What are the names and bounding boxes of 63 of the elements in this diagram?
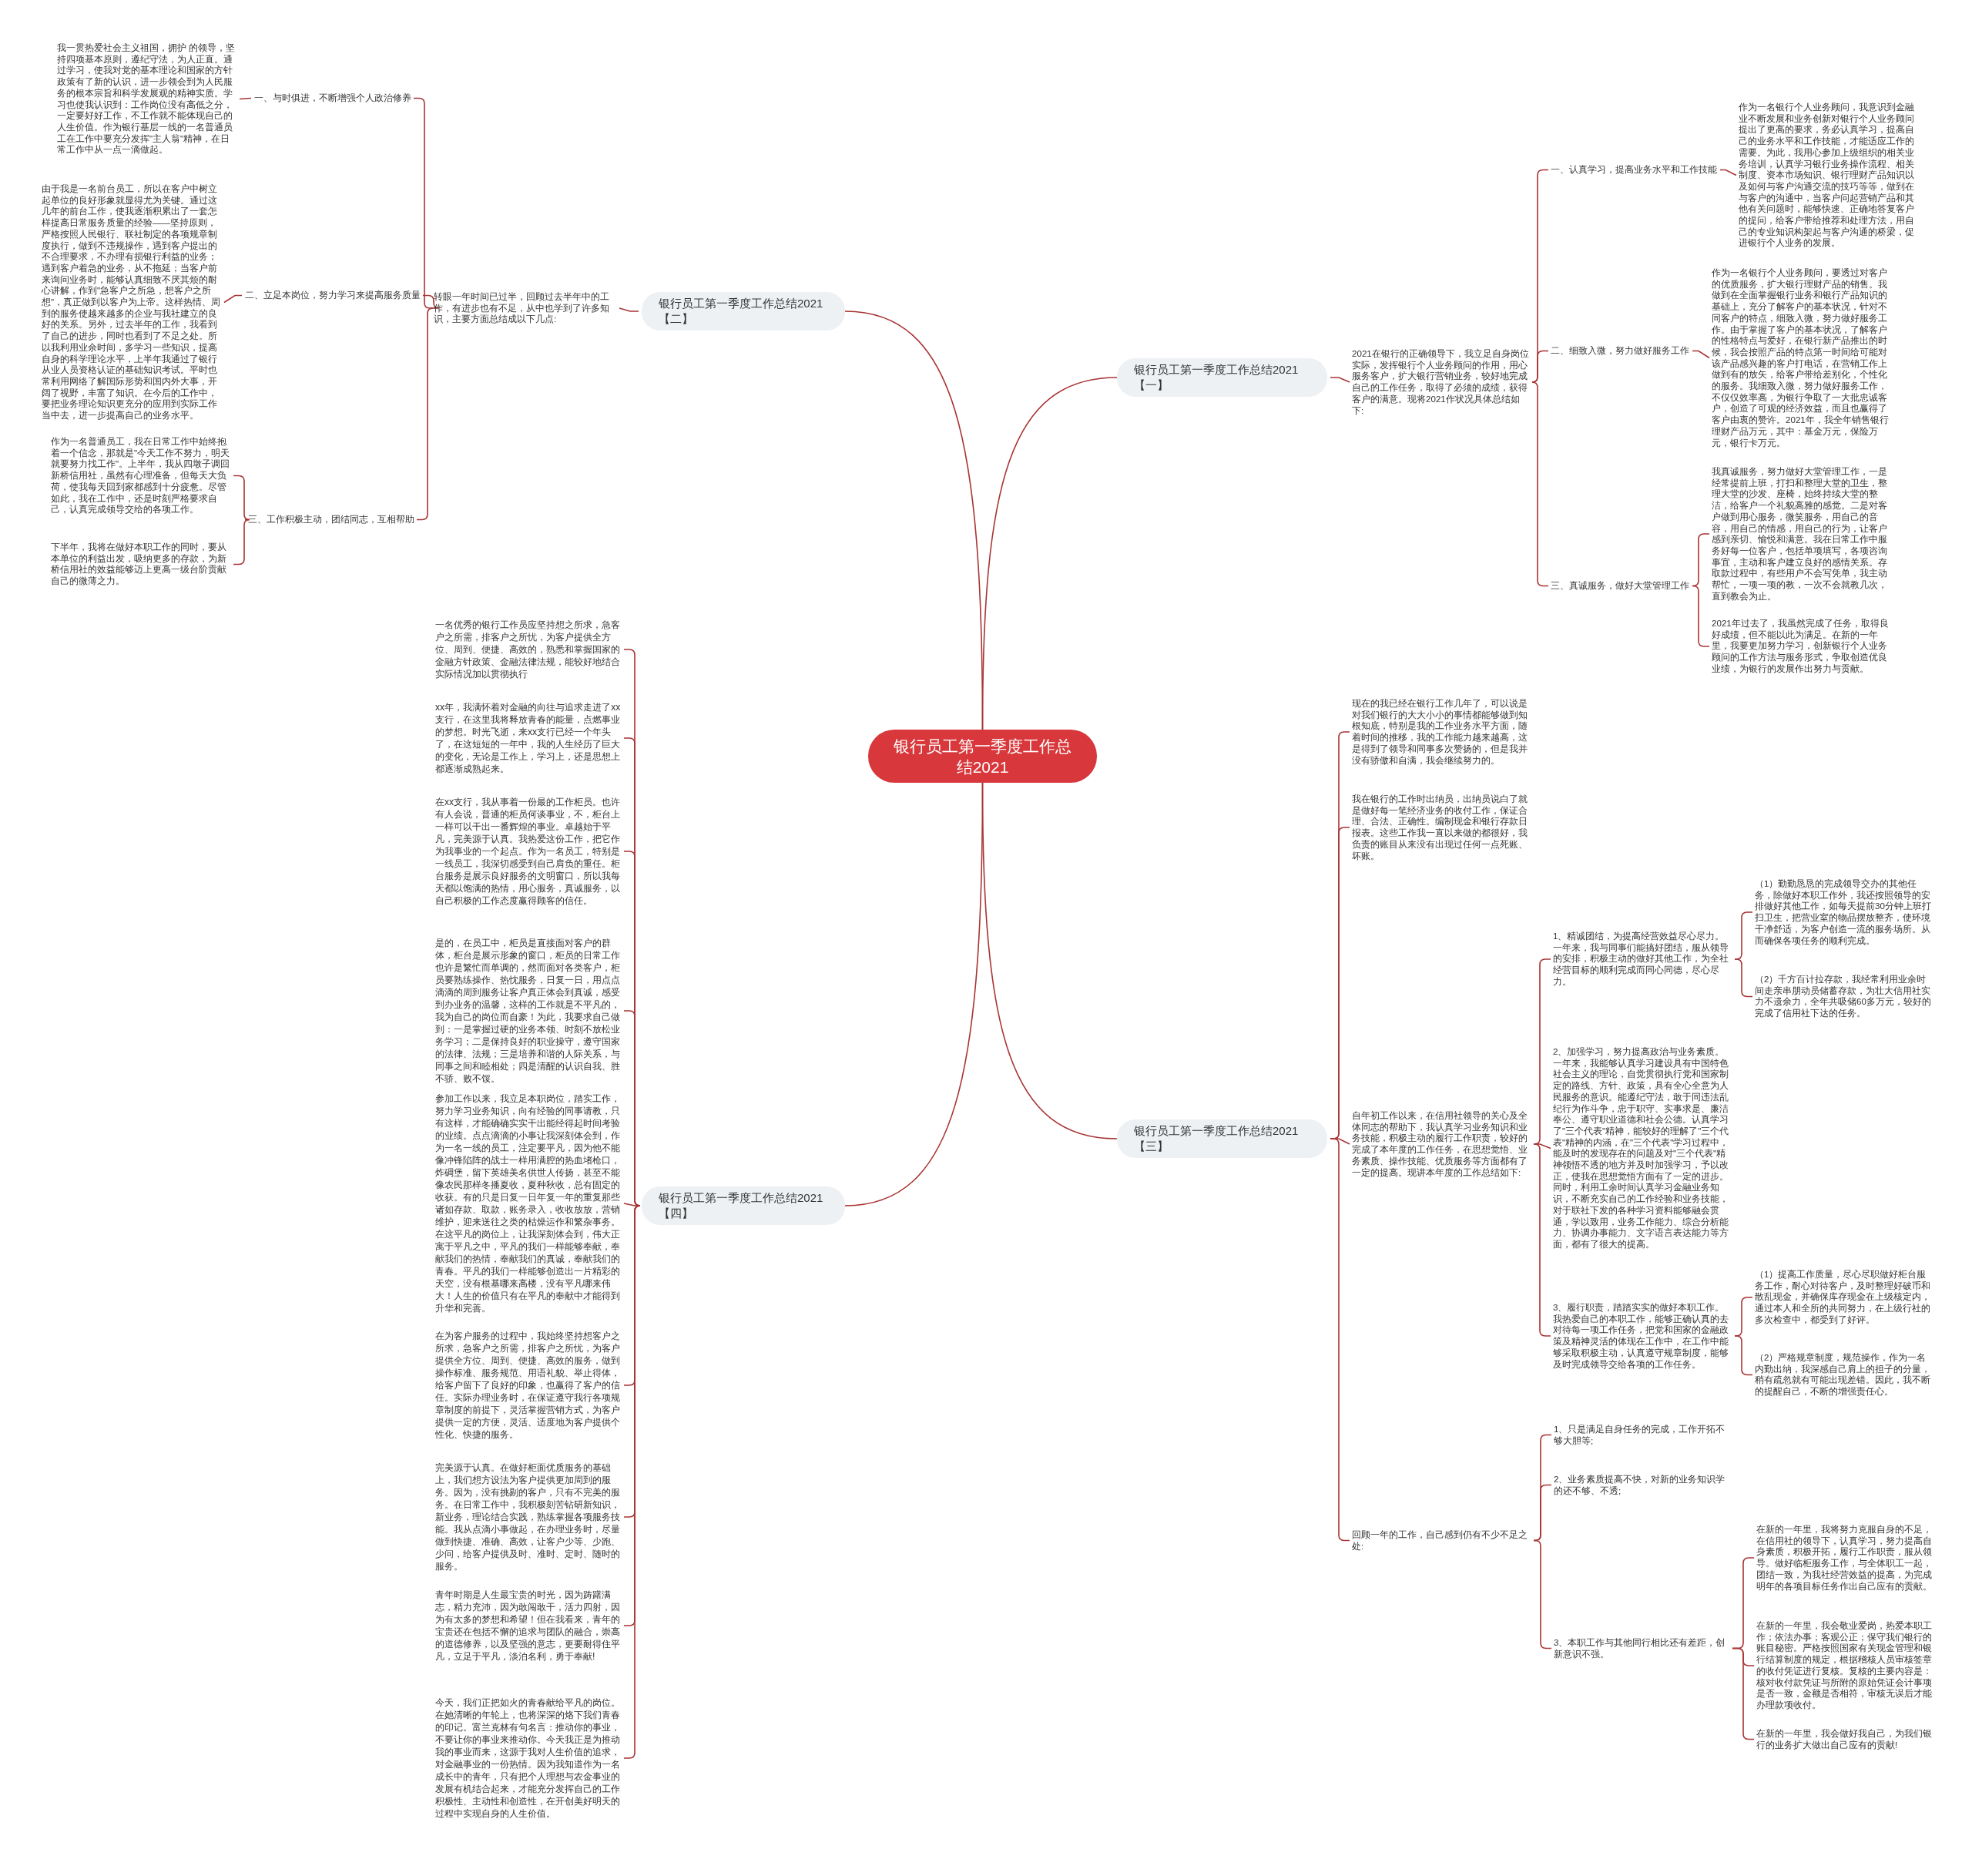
note-text: 现在的我已经在银行工作几年了，可以说是对我们银行的大大小小的事情都能够做到知根知底，特别是我的工作业务水平方面，随着时间的推移，我的工作能力越来越高，这是得到了领导和同事多次赞扬的，但是我并没有骄傲和自满，我会继续努力的。	[1352, 698, 1531, 767]
note-text: 自年初工作以来，在信用社领导的关心及全体同志的帮助下，我认真学习业务知识和业务技能，积极主动的履行工作职责，较好的完成了本年度的工作任务，在思想觉悟、业务素质、操作技能、优质服务等方面都有了一定的提高。现讲本年度的工作总结如下:	[1352, 1110, 1531, 1179]
note-text: 我在银行的工作时出纳员，出纳员说白了就是做好每一笔经济业务的收付工作，保证合理、合法、正确性。编制现金和银行存款日报表。这些工作我一直以来做的都很好，我负责的账目从来没有出现过任何一点死账、坏账。	[1352, 794, 1531, 862]
subtopic-text: 三、真诚服务，做好大堂管理工作	[1551, 580, 1689, 592]
note-text: 回顾一年的工作，自己感到仍有不少不足之处:	[1352, 1529, 1531, 1552]
connector-line	[619, 307, 639, 312]
connector-line	[623, 1205, 641, 1759]
branch-box: 银行员工第一季度工作总结2021【二】	[642, 292, 845, 331]
note-text: （2）千方百计拉存款，我经常利用业余时间走亲串朋动员储蓄存款，为壮大信用社实力不遗余力，全年共吸储60多万元，较好的完成了信用社下达的任务。	[1755, 974, 1933, 1019]
note-text: 在新的一年里，我会做好我自己，为我们银行的业务扩大做出自己应有的贡献!	[1756, 1728, 1935, 1751]
connector-line	[844, 782, 984, 1206]
note-text: 转眼一年时间已过半，回顾过去半年中的工作，有进步也有不足，从中也学到了许多知识，主要方面总结成以下几点:	[434, 291, 617, 326]
connector-line	[623, 1203, 639, 1206]
connector-line	[1734, 958, 1753, 998]
note-text: 作为一名普通员工，我在日常工作中始终抱着一个信念，那就是"今天工作不努力，明天就要努力找工作"。上半年，我从四墩子调回新桥信用社，虽然有心理准备，但每天大负荷，使我每天回到家都感到十分疲惫。尽管如此，我在工作中，还是时刻严格要求自己，认真完成领导交给的各项工作。	[51, 436, 231, 515]
note-text: （1）勤勤恳恳的完成领导交办的其他任务，除做好本职工作外，我还按照领导的安排做好其他工作，如每天提前30分钟上班打扫卫生，把营业室的物品摆放整齐，使环境干净舒适，为客户创造一流的服务场所。从而确保各项任务的顺利完成。	[1755, 878, 1933, 947]
note-text: 1、精诚团结，为提高经营效益尽心尽力。一年来，我与同事们能搞好团结，服从领导的安排，积极主动的做好其他工作，为全社经营目标的顺利完成而同心同德，尽心尽力。	[1553, 931, 1732, 988]
connector-line	[239, 97, 252, 100]
note-text: 由于我是一名前台员工，所以在客户中树立起单位的良好形象就显得尤为关键。通过这几年的前台工作，使我逐渐积累出了一套怎样提高日常服务质量的经验——坚持原则，严格按照人民银行、联社制定的各项规章制度执行，做到不违规操作，遇到客户提出的不合理要求，不办理有损银行利益的业务；遇到客户着急的业务，从不拖延；当客户前来询问业务时，能够认真细致不厌其烦的耐心讲解，作到"急客户之所急，想客户之所想"，真正做到以客户为上帝。这样热情、周到的服务使越来越多的企业与我社建立的良好的关系。另外，过去半年的工作，我看到了自己的进步，同时也看到了不足之处。所以我利用业余时间，多学习一些知识，提高自身的科学理论水平，上半年我通过了银行从业人员资格认证的基础知识考试。平时也常利用网络了解国际形势和国内外大事，开阔了视野，丰富了知识。在今后的工作中，要把业务理论知识更充分的应用到实际工作当中去，进一步提高自己的业务水平。	[42, 183, 222, 421]
note-text: xx年，我满怀着对金融的向往与追求走进了xx支行，在这里我将释放青春的能量，点燃事业的梦想。时光飞逝，来xx支行已经一个年头了，在这短短的一年中，我的人生经历了巨大的变化，无论是工作上，学习上，还是思想上都逐渐成熟起来。	[435, 701, 622, 775]
note-text: 在xx支行，我从事着一份最的工作柜员。也许有人会说，普通的柜员何谈事业，不，柜台上一样可以干出一番辉煌的事业。卓越始于平凡，完美源于认真。我热爱这份工作，把它作为我事业的一个起点。作为一名员工，特别是一线员工，我深切感受到自己肩负的重任。柜台服务是展示良好服务的文明窗口，所以我每天都以饱满的热情，用心服务，真诚服务，以自己积极的工作态度赢得顾客的信任。	[435, 796, 622, 907]
connector-line	[233, 519, 250, 565]
subtopic-text: 一、认真学习，提高业务水平和工作技能	[1551, 164, 1717, 176]
subtopic-text: 三、工作积极主动，团结同志，互相帮助	[248, 514, 414, 525]
note-text: 1、只是满足自身任务的完成，工作开拓不够大胆等;	[1554, 1424, 1729, 1447]
branch-box: 银行员工第一季度工作总结2021【三】	[1117, 1119, 1327, 1158]
note-text: 3、本职工作与其他同行相比还有差距，创新意识不强。	[1554, 1637, 1729, 1660]
connector-line	[233, 475, 250, 521]
note-text: 是的，在员工中，柜员是直接面对客户的群体，柜台是展示形象的窗口，柜员的日常工作也许是繁忙而单调的，然而面对各类客户，柜员要熟练操作、热忱服务，日复一日，用点点滴滴的周到服务让客户真正体会到真诚，感受到办业务的温馨，这样的工作就是不平凡的，我为自己的岗位而自豪！为此，我要求自己做到：一是掌握过硬的业务本领、时刻不放松业务学习；二是保持良好的职业操守，遵守国家的法律、法规；三是培养和谐的人际关系，与同事之间和睦相处；四是清醒的认识自我、胜不骄、败不馁。	[435, 937, 622, 1085]
connector-line	[223, 294, 243, 304]
note-text: 今天，我们正把如火的青春献给平凡的岗位。在她清晰的年轮上，也将深深的烙下我们青春的印记。富兰克林有句名言：推动你的事业，不要让你的事业来推动你。今天我正是为推动我的事业而来，这源于我对人生价值的追求，对金融事业的一份热情。因为我知道作为一名成长中的青年，只有把个人理想与农金事业的发展有机结合起来，才能充分发挥自己的工作积极性、主动性和创造性，在开创美好明天的过程中实现自身的人生价值。	[435, 1696, 622, 1820]
note-text: 作为一名银行个人业务顾问，要透过对客户的优质服务，扩大银行理财产品的销售。我做到在全面掌握银行业务和银行产品知识的基础上，充分了解客户的基本状况，针对不同客户的特点，细致入微，努力做好服务工作。由于掌握了客户的基本状况，了解客户的性格特点与爱好，在银行新产品推出的时候，我会按照产品的特点第一时间给可能对该产品感兴趣的客户打电话，在营销工作上做到有的放矢，给客户带给差别化，个性化的服务。我细致入微，努力做好服务工作，不仅仅效率高，为银行争取了一大批忠诚客户，创造了可观的经济效益，而且也赢得了客户由衷的赞许。2021年，我全年销售银行理财产品万元，其中：基金万元，保险万元，银行卡万元。	[1712, 267, 1890, 449]
connector-line	[1692, 350, 1710, 359]
note-text: 在为客户服务的过程中，我始终坚持想客户之所求，急客户之所需，排客户之所忧，为客户提供全方位、周到、便捷、高效的服务，做到操作标准、服务规范、用语礼貌、举止得体，给客户留下了良好的印象，也赢得了客户的信任。实际办理业务时，在保证遵守我行各项规章制度的前提下，灵活掌握营销方式，为客户提供一定的方便，灵活、适度地为客户提供个性化、快捷的服务。	[435, 1330, 622, 1441]
note-text: 在新的一年里，我将努力克服自身的不足，在信用社的领导下，认真学习，努力提高自身素质，积极开拓，履行工作职责，服从领导。做好临柜服务工作，与全体职工一起，团结一致，为我社经营效益的提高，为完成明年的各项目标任务作出自己应有的贡献。	[1756, 1524, 1935, 1592]
branch-box: 银行员工第一季度工作总结2021【四】	[642, 1186, 845, 1225]
note-text: 完美源于认真。在做好柜面优质服务的基础上，我们想方设法为客户提供更加周到的服务。因为，没有挑剔的客户，只有不完美的服务。在日常工作中，我积极刻苦钻研新知识，新业务，理论结合实践，熟练掌握各项服务技能。我从点滴小事做起，在办理业务时，尽量做到快捷、准确、高效，让客户少等、少跑、少问，给客户提供及时、准时、定时、随时的服务。	[435, 1462, 622, 1572]
connector-line	[422, 294, 440, 309]
subtopic-text: 一、与时俱进，不断增强个人政治修养	[254, 92, 411, 104]
subtopic-text: 二、立足本岗位，努力学习来提高服务质量	[245, 290, 421, 301]
note-text: 我真诚服务，努力做好大堂管理工作，一是经常提前上班，打扫和整理大堂的卫生，整理大堂的沙发、座椅，始终持续大堂的整洁，给客户一个礼貌高雅的感觉。二是对客户做到用心服务，微笑服务，用自己的音容，用自己的情感，用自己的行为，让客户感到亲切、愉悦和满意。我在日常工作中服务好每一位客户，包括单项填写，各项咨询事宜，主动和客户建立良好的感情关系。存取款过程中，有些用户不会写凭单，我主动帮忙，一项一项的教，一次不会就教几次，直到教会为止。	[1712, 466, 1890, 602]
connector-line	[844, 310, 984, 730]
note-text: 在新的一年里，我会敬业爱岗，热爱本职工作；依法办事；客观公正；保守我们银行的账目秘密。严格按照国家有关现金管理和银行结算制度的规定，根据稽核人员审核签章的收付凭证进行复核。复核的主要内容是：核对收付款凭证与所附的原始凭证会计事项是否一致，金额是否相符，审核无误后才能办理款项收付。	[1756, 1620, 1935, 1711]
note-text: 一名优秀的银行工作员应坚持想之所求，急客户之所需，排客户之所忧，为客户提供全方位、周到、便捷、高效的，熟悉和掌握国家的金融方针政策、金融法律法规，能较好地结合实际情况加以贯彻执行	[435, 619, 622, 680]
note-text: 3、履行职责，踏踏实实的做好本职工作。我热爱自己的本职工作，能够正确认真的去对待每一项工作任务，把党和国家的金融政策及精神灵活的体现在工作中，在工作中能够采取积极主动，认真遵守规章制度，能够及时完成领导交给各项的工作任务。	[1553, 1302, 1732, 1371]
note-text: 2021年过去了，我虽然完成了任务，取得良好成绩，但不能以此为满足。在新的一年里，我要更加努力学习，创新银行个人业务顾问的工作方法与服务形式，争取创造优良业绩，为银行的发展作出努力与贡献。	[1712, 618, 1890, 675]
note-text: 青年时期是人生最宝贵的时光，因为踌躇满志，精力充沛，因为敢闯敢干，活力四射，因为有太多的梦想和希望！但在我看来，青年的宝贵还在包括不懈的追求与团队的融合，崇高的道德修养，以及坚强的意志，更要耐得住平凡，立足于平凡，淡泊名利，勇于奉献!	[435, 1589, 622, 1663]
note-text: 2、业务素质提高不快，对新的业务知识学的还不够、不透;	[1554, 1474, 1729, 1497]
note-text: 2、加强学习，努力提高政治与业务素质。一年来，我能够认真学习建设具有中国特色社会主义的理论，自觉贯彻执行党和国家制定的路线、方针、政策，具有全心全意为人民服务的意识。能遵纪守法，敢于同违法乱纪行为作斗争，忠于职守、实事求是、廉洁奉公、遵守职业道德和社会公德。认真学习了"三个代表"精神，能较好的理解了"三个代表"精神的内涵，在"三个代表"学习过程中，能及时的发现存在的问题及对"三个代表"精神领悟不透的地方并及时加强学习，予以改正，使我在思想觉悟方面有了一定的进步。同时，利用工余时间认真学习金融业务知识，不断充实自己的工作经验和业务技能，对于联社下发的各种学习资料能够融会贯通，学以致用，业务工作能力、综合分析能力、协调办事能力、文字语言表达能力等方面，都有了很大的提高。	[1553, 1046, 1732, 1250]
central-topic: 银行员工第一季度工作总结2021	[868, 730, 1097, 783]
connector-line	[1734, 1335, 1753, 1376]
note-text: 参加工作以来，我立足本职岗位，踏实工作，努力学习业务知识，向有经验的同事请教，只有这样，才能确确实实干出能经得起时间考验的业绩。点点滴滴的小事让我深刻体会到，作为一名一线的员工，注定要平凡，因为他不能像冲锋陷阵的战士一样用满腔的热血堵枪口，炸碉堡，留下英雄美名供世人传扬，甚至不能像农民那样冬播夏收，夏种秋收，总有固定的收获。有的只是日复一日年复一年的重复那些诸如存款、取款，账务录入，收收放放，营销维护，迎来送往之类的枯燥运作和繁杂事务。在这平凡的岗位上，让我深刻体会到，伟大正寓于平凡之中，平凡的我们一样能够奉献，奉献我们的热情，奉献我们的真诚，奉献我们的青春。平凡的我们一样能够创造出一片精彩的天空，没有根基哪来高楼，没有平凡哪来伟大！人生的价值只有在平凡的奉献中才能得到升华和完善。	[435, 1092, 622, 1314]
note-text: 作为一名银行个人业务顾问，我意识到金融业不断发展和业务创新对银行个人业务顾问提出了更高的要求，务必认真学习，提高自己的业务水平和工作技能，才能适应工作的需要。为此，我用心参加上级组织的相关业务培训，认真学习银行业务操作流程、相关制度、资本市场知识、银行理财产品知识以及如何与客户沟通交流的技巧等等，做到在与客户的沟通中，当客户问起营销产品和其他有关问题时，能够快速、正确地答复客户的提问，给客户带给推荐和处理方法，用自己的专业知识构架起与客户沟通的桥梁，促进银行个人业务的发展。	[1739, 102, 1917, 250]
branch-box: 银行员工第一季度工作总结2021【一】	[1117, 358, 1327, 397]
connector-line	[1531, 350, 1549, 383]
note-text: （1）提高工作质量，尽心尽职做好柜台服务工作，耐心对待客户，及时整理好破币和散乱现金，并确保库存现金在上级核定内，通过本人和全所的共同努力，在上级行社的多次检查中，都受到了好评。	[1755, 1269, 1933, 1326]
note-text: 2021在银行的正确领导下，我立足自身岗位实际，发挥银行个人业务顾问的作用，用心服务客户，扩大银行营销业务，较好地完成自己的工作任务，取得了必须的成绩，获得客户的满意。现将2021作状况具体总结如下:	[1352, 348, 1531, 417]
note-text: 下半年，我将在做好本职工作的同时，要从本单位的利益出发，吸纳更多的存款，为新桥信用社的效益能够迈上更高一级台阶贡献自己的微薄之力。	[51, 542, 231, 587]
note-text: 我一贯热爱社会主义祖国，拥护 的领导，坚持四项基本原则，遵纪守法，为人正直。通过学习，使我对党的基本理论和国家的方针政策有了新的认识，进一步领会到为人民服务的根本宗旨和科学发展观的精神实质。学习也使我认识到：工作岗位没有高低之分，一定要好好工作，不工作就不能体现自己的人生价值。作为银行基层一线的一名普通员工在工作中要充分发挥"主人翁"精神，在日常工作中从一点一滴做起。	[57, 42, 237, 156]
subtopic-text: 二、细致入微，努力做好服务工作	[1551, 345, 1689, 357]
connector-line	[1330, 377, 1350, 383]
note-text: （2）严格规章制度，规范操作，作为一名内勤出纳，我深感自己肩上的担子的分量，稍有疏忽就有可能出现差错。因此，我不断的提醒自己，不断的增强责任心。	[1755, 1352, 1933, 1398]
connector-line	[1719, 169, 1737, 176]
